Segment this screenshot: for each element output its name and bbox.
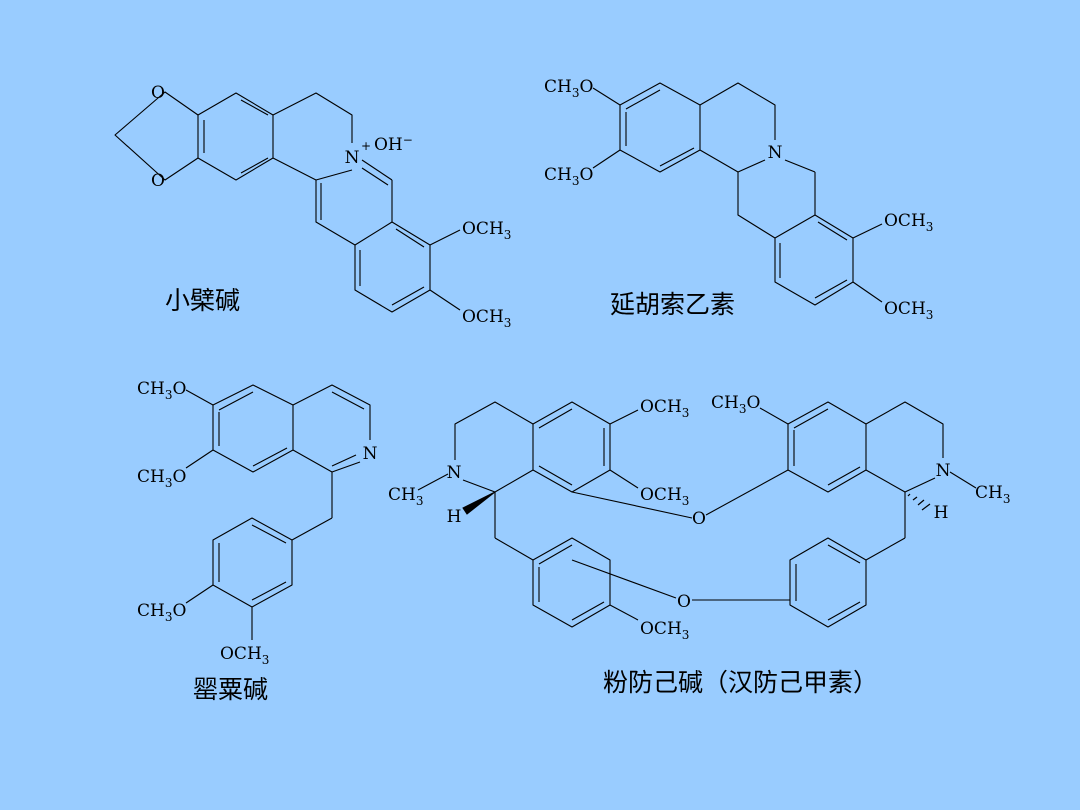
tetrandrine-nitrogen-left: N [447, 463, 462, 483]
caption-papaverine: 罂粟碱 [193, 675, 269, 704]
berberine-methoxy-upper: OCH3 [462, 219, 511, 242]
tetrandrine-hash-bond [907, 493, 931, 511]
papaverine-methoxy-1: CH3O [137, 379, 186, 402]
tetrandrine-hydrogen-right: H [934, 503, 949, 523]
tetrandrine-methoxy-3: OCH3 [640, 619, 689, 642]
caption-tetrahydropalmatine: 延胡索乙素 [610, 290, 736, 319]
thp-methoxy-1: CH3O [544, 77, 593, 100]
thp-nitrogen: N [768, 143, 783, 163]
tetrahydropalmatine-structure: N CH3O CH3O OCH3 OCH3 [544, 77, 933, 322]
thp-methoxy-3: OCH3 [884, 211, 933, 234]
papaverine-structure: N CH3O CH3O CH3O OCH3 [137, 379, 378, 667]
tetrandrine-structure: N N CH3 CH3 H H OCH3 OCH3 OCH3 CH3O O O [388, 393, 1010, 642]
thp-methoxy-2: CH3O [544, 165, 593, 188]
tetrandrine-ether-oxygen-2: O [677, 592, 691, 612]
tetrandrine-wedge-bond [462, 491, 496, 515]
berberine-plus-charge: + [361, 139, 371, 153]
berberine-nitrogen: N [345, 148, 360, 168]
thp-methoxy-4: OCH3 [884, 299, 933, 322]
tetrandrine-nitrogen-right: N [936, 461, 951, 481]
papaverine-methoxy-4: OCH3 [220, 644, 269, 667]
berberine-oxygen-bottom: O [151, 171, 165, 191]
tetrandrine-methoxy-4: CH3O [711, 393, 760, 416]
caption-tetrandrine: 粉防己碱（汉防己甲素） [603, 668, 879, 697]
tetrandrine-hydrogen-left: H [447, 507, 462, 527]
tetrandrine-nmethyl-left: CH3 [388, 485, 423, 508]
papaverine-methoxy-3: CH3O [137, 601, 186, 624]
papaverine-nitrogen: N [363, 444, 378, 464]
tetrandrine-methoxy-1: OCH3 [640, 397, 689, 420]
tetrandrine-ether-oxygen-1: O [692, 509, 706, 529]
berberine-methoxy-lower: OCH3 [462, 307, 511, 330]
caption-berberine: 小檗碱 [165, 286, 241, 315]
tetrandrine-methoxy-2: OCH3 [640, 485, 689, 508]
berberine-structure: O O N + OH− OCH3 OCH3 [114, 83, 511, 330]
berberine-hydroxide: OH− [374, 133, 413, 155]
tetrandrine-nmethyl-right: CH3 [975, 483, 1010, 506]
papaverine-methoxy-2: CH3O [137, 467, 186, 490]
berberine-oxygen-top: O [151, 83, 165, 103]
